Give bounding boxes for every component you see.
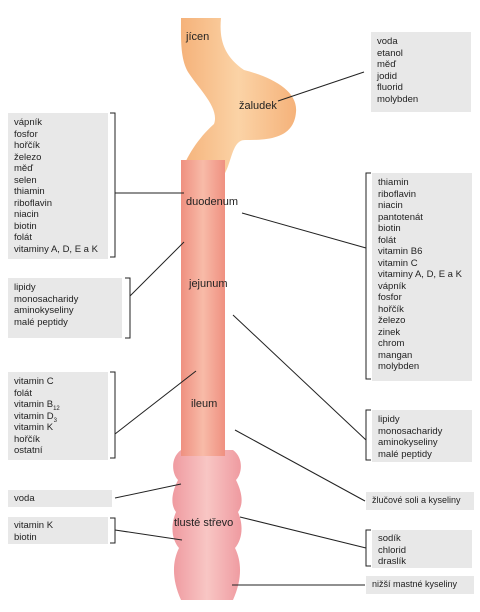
stomach-absorption-box: voda etanol měď jodid fluorid molybden [371,32,471,112]
list-item: thiamin [14,186,45,197]
colon-vitamins-box: vitamin K biotin [8,517,108,544]
vitamin-b12-label: vitamin B [14,399,54,410]
connector-lines [110,71,371,586]
list-item: vitamin C [378,257,418,269]
list-item: pantotenát [378,211,423,223]
list-item: vápník [378,280,406,292]
intestine-colon-junction [181,440,225,456]
list-item: jodid [377,70,398,82]
list-item: sodík [378,533,401,544]
list-item: hořčík [378,303,404,315]
list-item: riboflavin [378,188,417,200]
list-item: biotin [14,531,37,543]
ileum-nutrients-box: lipidy monosacharidy aminokyseliny malé … [372,410,472,462]
label-duodenum: duodenum [186,196,238,208]
subscript: 12 [53,405,60,412]
list-item: etanol [377,47,403,59]
subscript: 3 [53,417,57,424]
label-tluste-strevo: tlusté střevo [174,517,234,529]
list-item: malé peptidy [378,448,432,460]
list-item: vitamin C [14,376,54,387]
list-item: aminokyseliny [378,437,438,448]
list-item: vitamin B12 [14,399,102,412]
list-item: vitamin K [14,422,54,433]
list-item: lipidy [14,282,36,293]
list-item: voda [14,493,35,504]
label-jicen: jícen [186,31,210,43]
bile-box: žlučové soli a kyseliny [366,492,474,510]
small-intestine-shape [181,160,225,460]
list-item: molybden [377,93,419,105]
list-item: folát [14,232,32,243]
list-item: vápník [14,117,42,128]
list-item: lipidy [378,414,400,425]
list-item: železo [14,151,42,163]
jejunum-nutrients-box: lipidy monosacharidy aminokyseliny malé … [8,278,122,338]
esophagus-stomach-shape [180,18,297,175]
list-item: draslík [378,556,406,567]
list-item: vitamin B6 [378,246,423,257]
list-item: biotin [378,223,401,234]
list-item: folát [378,234,396,246]
list-item: ostatní [14,445,43,456]
list-item: měď [377,59,397,70]
list-item: nižší mastné kyseliny [372,579,458,589]
list-item: mangan [378,349,413,361]
jejunum-vitamins-box: thiamin riboflavin niacin pantotenát bio… [372,173,472,381]
list-item: folát [14,387,32,399]
list-item: hořčík [14,433,40,445]
list-item: voda [377,36,398,47]
list-item: monosacharidy [378,425,443,437]
label-jejunum: jejunum [189,278,228,290]
list-item: chrom [378,338,405,349]
list-item: monosacharidy [14,293,79,305]
list-item: hořčík [14,140,40,151]
colon-shape [172,450,242,600]
list-item: fosfor [378,292,402,303]
list-item: zinek [378,326,401,338]
list-item: niacin [378,200,403,211]
colon-electrolytes-box: sodík chlorid draslík [372,530,472,568]
duodenum-absorption-box: vápník fosfor hořčík železo měď selen th… [8,113,108,259]
list-item: selen [14,174,37,186]
list-item: fluorid [377,82,403,93]
list-item: biotin [14,220,37,232]
list-item: malé peptidy [14,316,68,328]
list-item: železo [378,315,406,326]
list-item: vitaminy A, D, E a K [14,243,98,255]
list-item: riboflavin [14,197,53,209]
ileum-vitamins-box: vitamin C folát vitamin B12 vitamin D3 v… [8,372,108,460]
vitamin-d3-label: vitamin D [14,410,54,422]
list-item: vitamin K [14,520,54,531]
list-item: chlorid [378,544,406,556]
label-ileum: ileum [191,398,218,410]
fatty-acids-box: nižší mastné kyseliny [366,576,474,594]
list-item: vitamin D3 [14,410,102,424]
list-item: thiamin [378,177,409,188]
water-box: voda [8,490,112,507]
list-item: měď [14,163,34,174]
list-item: molybden [378,361,420,372]
list-item: fosfor [14,128,38,140]
list-item: niacin [14,209,39,220]
label-zaludek: žaludek [239,100,277,112]
list-item: aminokyseliny [14,305,74,316]
list-item: žlučové soli a kyseliny [372,495,461,505]
list-item: vitaminy A, D, E a K [378,269,462,280]
